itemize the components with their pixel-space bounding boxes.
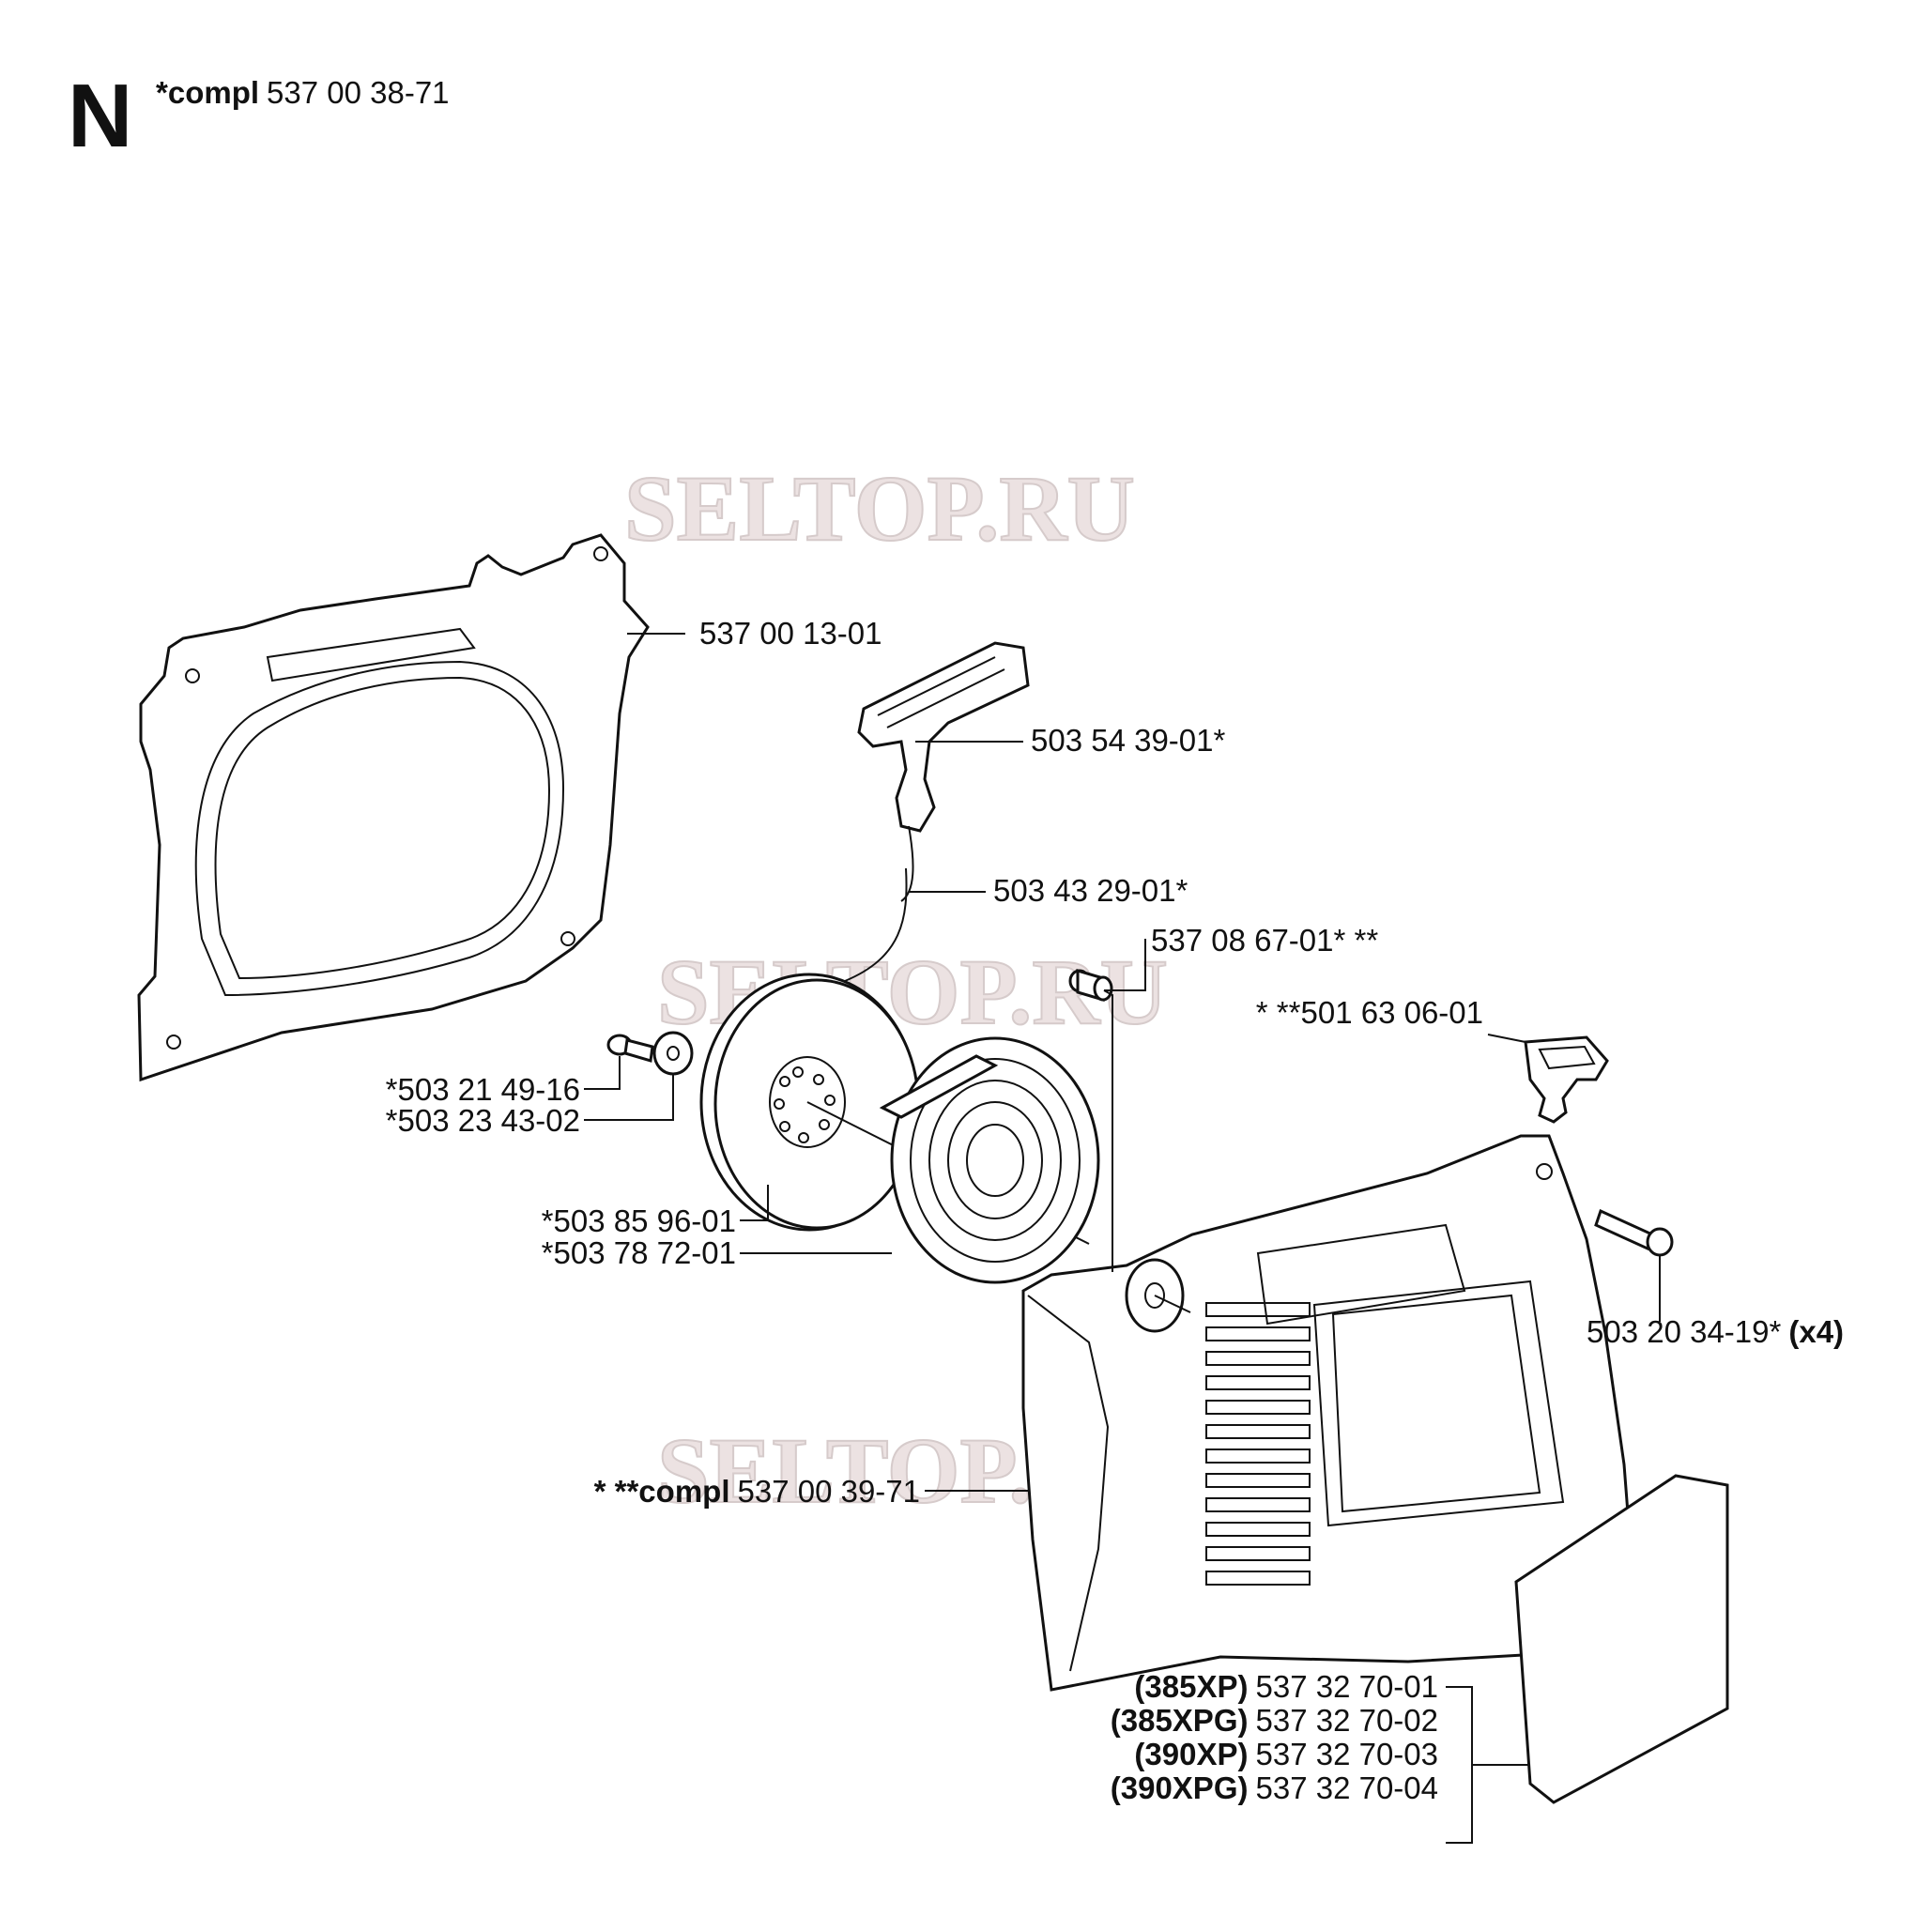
decal-drawing xyxy=(1514,1474,1729,1804)
assembly-number: 537 00 38-71 xyxy=(267,75,450,110)
bushing-drawing xyxy=(1068,968,1113,1003)
cover-screw-drawing xyxy=(1594,1208,1674,1257)
starter-pulley-drawing xyxy=(699,973,1090,1245)
assembly-prefix: *compl xyxy=(156,75,259,110)
callout-starter-cord: 503 43 29-01* xyxy=(993,873,1188,908)
callout-fan-housing: 537 00 13-01 xyxy=(699,616,882,651)
decal-row: (385XP)537 32 70-01 xyxy=(1134,1669,1438,1704)
callout-damper: * **501 63 06-01 xyxy=(1256,995,1483,1030)
watermark-top: SELTOP.RU xyxy=(624,456,1135,560)
fan-housing-drawing xyxy=(137,533,650,1082)
starter-handle-drawing xyxy=(857,641,1030,902)
section-letter: N xyxy=(68,66,132,166)
washer-drawing xyxy=(652,1031,694,1076)
cover-vent-slots xyxy=(1205,1302,1311,1586)
starter-cover-drawing xyxy=(1021,1134,1635,1692)
callout-starter-handle: 503 54 39-01* xyxy=(1031,723,1226,758)
damper-drawing xyxy=(1524,1035,1609,1124)
callout-spring: *503 78 72-01 xyxy=(542,1235,736,1270)
decal-row: (385XPG)537 32 70-02 xyxy=(1111,1703,1438,1738)
callout-pulley: *503 85 96-01 xyxy=(542,1203,736,1238)
callout-bushing: 537 08 67-01* ** xyxy=(1151,923,1378,958)
small-screw-drawing xyxy=(606,1034,654,1063)
starter-cover-number: 537 00 39-71 xyxy=(737,1474,920,1509)
callout-screw-small: *503 21 49-16 xyxy=(386,1072,580,1107)
callout-cover-screw: 503 20 34-19*(x4) xyxy=(1587,1314,1844,1349)
leader-lines xyxy=(584,633,1661,1844)
decal-row: (390XPG)537 32 70-04 xyxy=(1111,1770,1438,1805)
cover-screw-qty: (x4) xyxy=(1788,1314,1844,1349)
starter-cover-prefix: * **compl xyxy=(594,1474,730,1509)
decal-list: (385XP)537 32 70-01 (385XPG)537 32 70-02… xyxy=(1111,1669,1438,1805)
cover-screw-number: 503 20 34-19* xyxy=(1587,1314,1782,1349)
callout-washer: *503 23 43-02 xyxy=(386,1103,580,1138)
decal-row: (390XP)537 32 70-03 xyxy=(1134,1737,1438,1771)
recoil-spring-drawing xyxy=(879,1036,1100,1284)
